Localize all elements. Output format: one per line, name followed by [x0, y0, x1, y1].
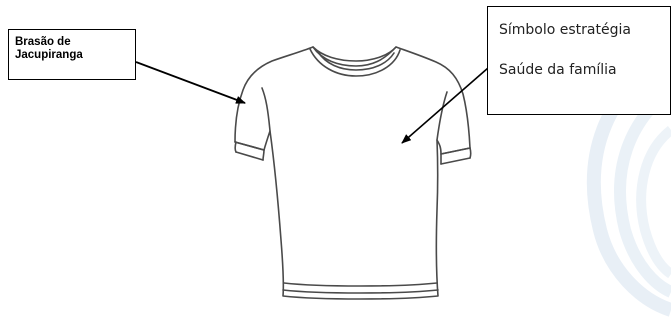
callout-simbolo-line2: Saúde da família — [499, 61, 670, 79]
callout-brasao: Brasão de Jacupiranga — [8, 29, 136, 80]
callout-brasao-line2: Jacupiranga — [15, 49, 135, 62]
tshirt-outline — [235, 47, 471, 299]
callout-simbolo: Símbolo estratégia Saúde da família — [487, 6, 671, 115]
callout-brasao-line1: Brasão de — [15, 36, 135, 49]
left-callout-arrow — [136, 62, 245, 103]
callout-simbolo-line1: Símbolo estratégia — [499, 21, 670, 39]
